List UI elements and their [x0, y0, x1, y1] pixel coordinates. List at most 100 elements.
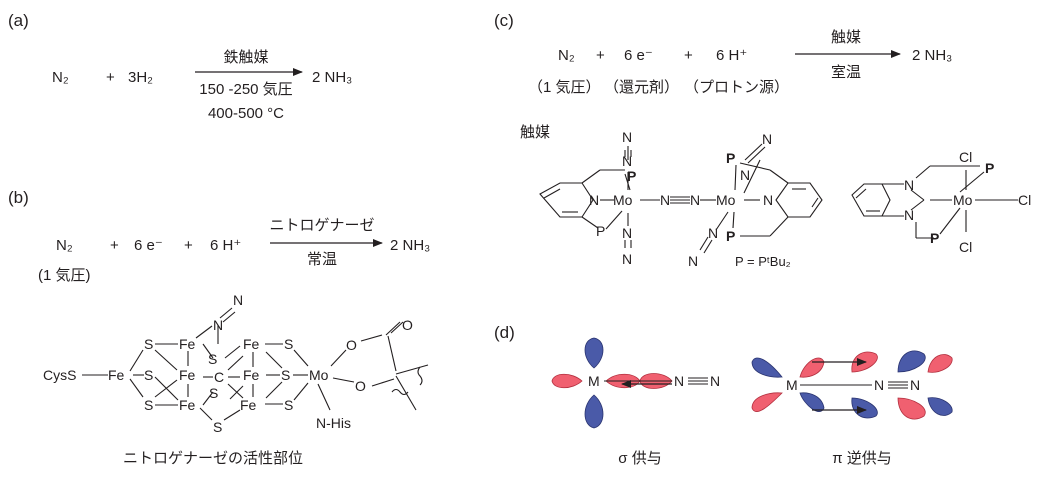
n2-pi-star-lobe [927, 354, 953, 373]
a-product: 2 NH₃ [312, 69, 352, 86]
atom-s: S [284, 397, 293, 413]
atom-o: O [355, 378, 366, 394]
atom-p: P [930, 230, 939, 246]
panel-b-label: (b) [8, 188, 29, 207]
c-protons: 6 H⁺ [716, 47, 747, 64]
atom-n: N [622, 153, 632, 169]
atom-n: N [622, 129, 632, 145]
atom-n: N [904, 207, 914, 223]
c-product: 2 NH₃ [912, 47, 952, 64]
atom-o: O [402, 317, 413, 333]
atom-s: S [281, 367, 290, 383]
metal-d-orbital-lobe [584, 337, 604, 369]
atom-n: N [688, 253, 698, 269]
atom-n: N [762, 131, 772, 147]
pi-backdonation-diagram: M N N π 逆供与 [751, 350, 953, 467]
atom-cysteine-s: CysS [43, 367, 76, 383]
atom-fe: Fe [243, 367, 260, 383]
atom-n: N [233, 292, 243, 308]
atom-n: N [622, 225, 632, 241]
n2-pi-star-lobe [897, 350, 926, 373]
atom-fe: Fe [240, 397, 257, 413]
metal-d-orbital-lobe [751, 392, 783, 412]
a-arrow-catalyst: 鉄触媒 [223, 49, 268, 66]
b-reactant-n2-note: (1 気圧) [38, 267, 91, 284]
pi-caption: π 逆供与 [832, 450, 892, 467]
atom-fe: Fe [179, 397, 196, 413]
n2-pi-star-lobe [897, 397, 926, 420]
metal-d-orbital-lobe [751, 357, 783, 378]
atom-n: N [708, 225, 718, 241]
atom-p: P [627, 168, 636, 184]
b-caption: ニトロゲナーゼの活性部位 [123, 450, 303, 467]
atom-mo: Mo [716, 192, 736, 208]
b-arrow-temperature: 常温 [307, 251, 337, 268]
c-electrons: 6 e⁻ [624, 47, 653, 64]
atom-s: S [209, 385, 218, 401]
panel-b: (b) N₂ (1 気圧) + 6 e⁻ + 6 H⁺ ニトロゲナーゼ 常温 2… [8, 188, 430, 467]
c-plus-2: + [684, 47, 693, 64]
b-reactant-n2: N₂ [56, 237, 73, 254]
panel-c: (c) N₂ （1 気圧） + 6 e⁻ （還元剤） + 6 H⁺ （プロトン源… [494, 11, 1031, 269]
panel-c-label: (c) [494, 11, 514, 30]
b-arrow-enzyme: ニトロゲナーゼ [269, 217, 374, 234]
b-plus-1: + [110, 237, 119, 254]
atom-mo: Mo [309, 367, 329, 383]
sigma-donation-diagram: M N N σ 供与 [551, 337, 720, 467]
metal-d-orbital-lobe [799, 392, 825, 412]
n2-pi-star-lobe [927, 397, 953, 416]
atom-s: S [144, 397, 153, 413]
atom-fe: Fe [243, 336, 260, 352]
atom-p: P [596, 223, 605, 239]
atom-n: N [213, 317, 223, 333]
atom-n: N [674, 373, 684, 389]
atom-s: S [213, 419, 222, 435]
metal-d-orbital-lobe [584, 394, 604, 429]
b-product: 2 NH₃ [390, 237, 430, 254]
a-reactant-h2: 3H₂ [128, 69, 153, 86]
metal-d-orbital-lobe [799, 357, 825, 378]
atom-s: S [284, 336, 293, 352]
metal-atom: M [786, 377, 798, 393]
c-catalyst-label: 触媒 [520, 124, 550, 141]
atom-p: P [726, 150, 735, 166]
atom-n: N [660, 192, 670, 208]
a-reactant-n2: N₂ [52, 69, 69, 86]
atom-c: C [214, 369, 224, 385]
atom-n: N [910, 377, 920, 393]
femoco-bonds [82, 307, 429, 421]
b-electrons: 6 e⁻ [134, 237, 163, 254]
atom-cl: Cl [959, 149, 972, 165]
atom-cl: Cl [1018, 192, 1031, 208]
panel-d: (d) M N N σ 供与 [494, 323, 953, 467]
b-protons: 6 H⁺ [210, 237, 241, 254]
atom-mo: Mo [613, 192, 633, 208]
metal-atom: M [588, 373, 600, 389]
atom-histidine-n: N-His [316, 415, 351, 431]
dinuclear-mo-complex [539, 143, 823, 254]
atom-n: N [740, 167, 750, 183]
a-arrow-temperature: 400-500 °C [208, 105, 284, 122]
b-plus-2: + [184, 237, 193, 254]
atom-o: O [346, 337, 357, 353]
panel-d-label: (d) [494, 323, 515, 342]
a-arrow-pressure: 150 -250 気圧 [199, 81, 292, 98]
mononuclear-mo-complex [851, 165, 1018, 239]
atom-fe: Fe [179, 336, 196, 352]
c-arrow-catalyst: 触媒 [831, 29, 861, 46]
atom-p: P [726, 228, 735, 244]
dinuclear-mo-atoms: N N P Mo N P N N N N Mo P N N N P N N P … [589, 129, 791, 269]
atom-fe: Fe [179, 367, 196, 383]
atom-n: N [904, 177, 914, 193]
metal-d-orbital-lobe [551, 373, 583, 389]
atom-n: N [622, 251, 632, 267]
c-reactant-n2-note: （1 気圧） [528, 79, 601, 96]
atom-n: N [690, 192, 700, 208]
atom-cl: Cl [959, 239, 972, 255]
c-reductant-note: （還元剤） [604, 79, 679, 96]
atom-s: S [208, 351, 217, 367]
atom-s: S [144, 336, 153, 352]
panel-a-label: (a) [8, 11, 29, 30]
atom-n: N [874, 377, 884, 393]
